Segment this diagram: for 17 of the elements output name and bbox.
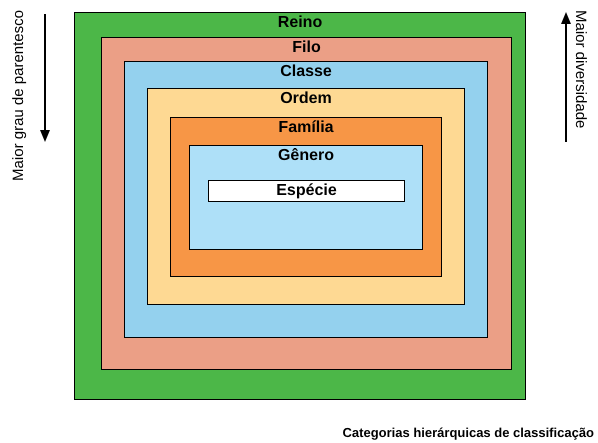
- category-box: [74, 12, 526, 400]
- category-box: [147, 88, 465, 305]
- category-label: Espécie: [275, 182, 338, 200]
- category-label: Ordem: [279, 90, 333, 108]
- category-box: [170, 117, 442, 277]
- category-label: Filo: [291, 39, 322, 57]
- category-box: [124, 61, 488, 338]
- category-label: Família: [277, 119, 335, 137]
- caption: Categorias hierárquicas de classificação: [342, 425, 594, 441]
- category-box: [101, 37, 512, 370]
- category-box: [189, 145, 423, 250]
- side-label: Maior diversidade: [571, 10, 589, 128]
- category-label: Gênero: [276, 147, 335, 165]
- category-box: [208, 180, 405, 202]
- side-label: Maior grau de parentesco: [10, 10, 28, 181]
- category-label: Classe: [279, 63, 333, 81]
- category-label: Reino: [276, 14, 324, 32]
